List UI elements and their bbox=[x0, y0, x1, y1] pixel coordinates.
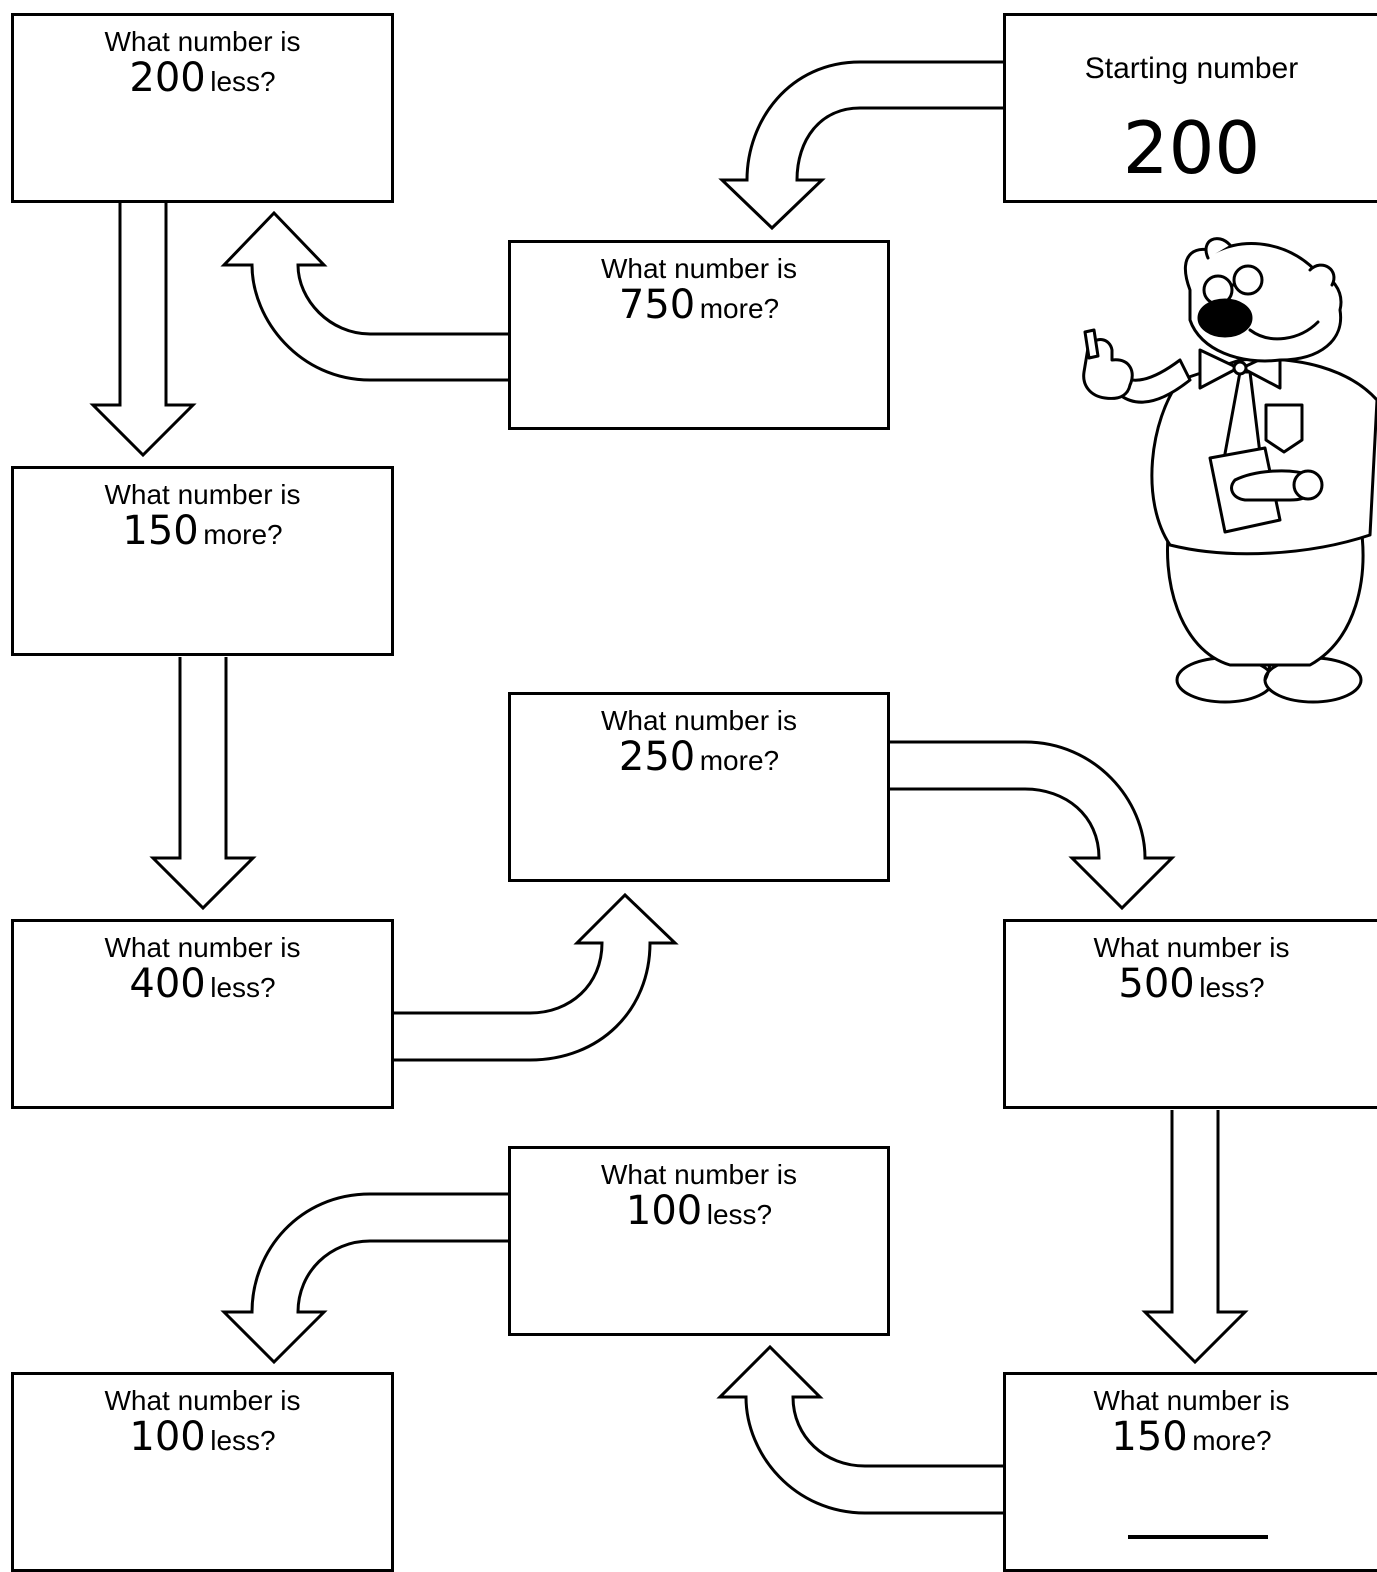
step-prompt: What number is bbox=[600, 1159, 798, 1190]
starting-number-label: Starting number bbox=[1084, 52, 1299, 85]
step-direction: more? bbox=[699, 745, 780, 776]
step-prompt: What number is bbox=[600, 705, 798, 736]
step-amount: 150 bbox=[1111, 1414, 1188, 1460]
step-prompt: What number is bbox=[1093, 932, 1290, 963]
step-amount: 100 bbox=[625, 1188, 703, 1234]
step-direction: more? bbox=[699, 293, 780, 324]
starting-number-value: 200 bbox=[1122, 106, 1261, 190]
step-amount: 200 bbox=[129, 55, 206, 101]
arrow-step7-to-step8 bbox=[716, 1344, 1005, 1515]
step-prompt: What number is bbox=[104, 479, 301, 510]
step-direction: less? bbox=[210, 1425, 276, 1456]
arrow-step1-to-step2 bbox=[220, 210, 508, 382]
step-prompt: What number is bbox=[104, 932, 301, 963]
step-amount: 250 bbox=[618, 734, 696, 780]
step-direction: less? bbox=[210, 66, 276, 97]
step-prompt: What number is bbox=[1093, 1385, 1290, 1416]
step-amount: 400 bbox=[129, 961, 206, 1007]
step-amount: 500 bbox=[1118, 961, 1195, 1007]
step-direction: less? bbox=[1199, 972, 1265, 1003]
step-direction: less? bbox=[210, 972, 276, 1003]
arrow-step6-to-step7 bbox=[1141, 1110, 1249, 1365]
arrow-step2-to-step3 bbox=[89, 203, 197, 458]
step-prompt: What number is bbox=[104, 1385, 301, 1416]
step-amount: 150 bbox=[122, 508, 199, 554]
arrow-start-to-step1 bbox=[718, 60, 1005, 231]
answer-line bbox=[1128, 1535, 1268, 1539]
step-direction: more? bbox=[1192, 1425, 1272, 1456]
arrow-step8-to-step9 bbox=[220, 1192, 508, 1365]
step-amount: 100 bbox=[129, 1414, 206, 1460]
bear-mascot-illustration bbox=[1082, 237, 1377, 704]
step-direction: less? bbox=[706, 1199, 773, 1230]
arrow-step4-to-step5 bbox=[394, 892, 679, 1062]
step-direction: more? bbox=[203, 519, 283, 550]
step-prompt: What number is bbox=[104, 26, 301, 57]
starting-number-box: Starting number 200 bbox=[1003, 13, 1377, 203]
step-amount: 750 bbox=[618, 282, 696, 328]
arrow-step3-to-step4 bbox=[149, 657, 257, 911]
step-prompt: What number is bbox=[600, 253, 798, 284]
arrow-step5-to-step6 bbox=[890, 740, 1176, 911]
